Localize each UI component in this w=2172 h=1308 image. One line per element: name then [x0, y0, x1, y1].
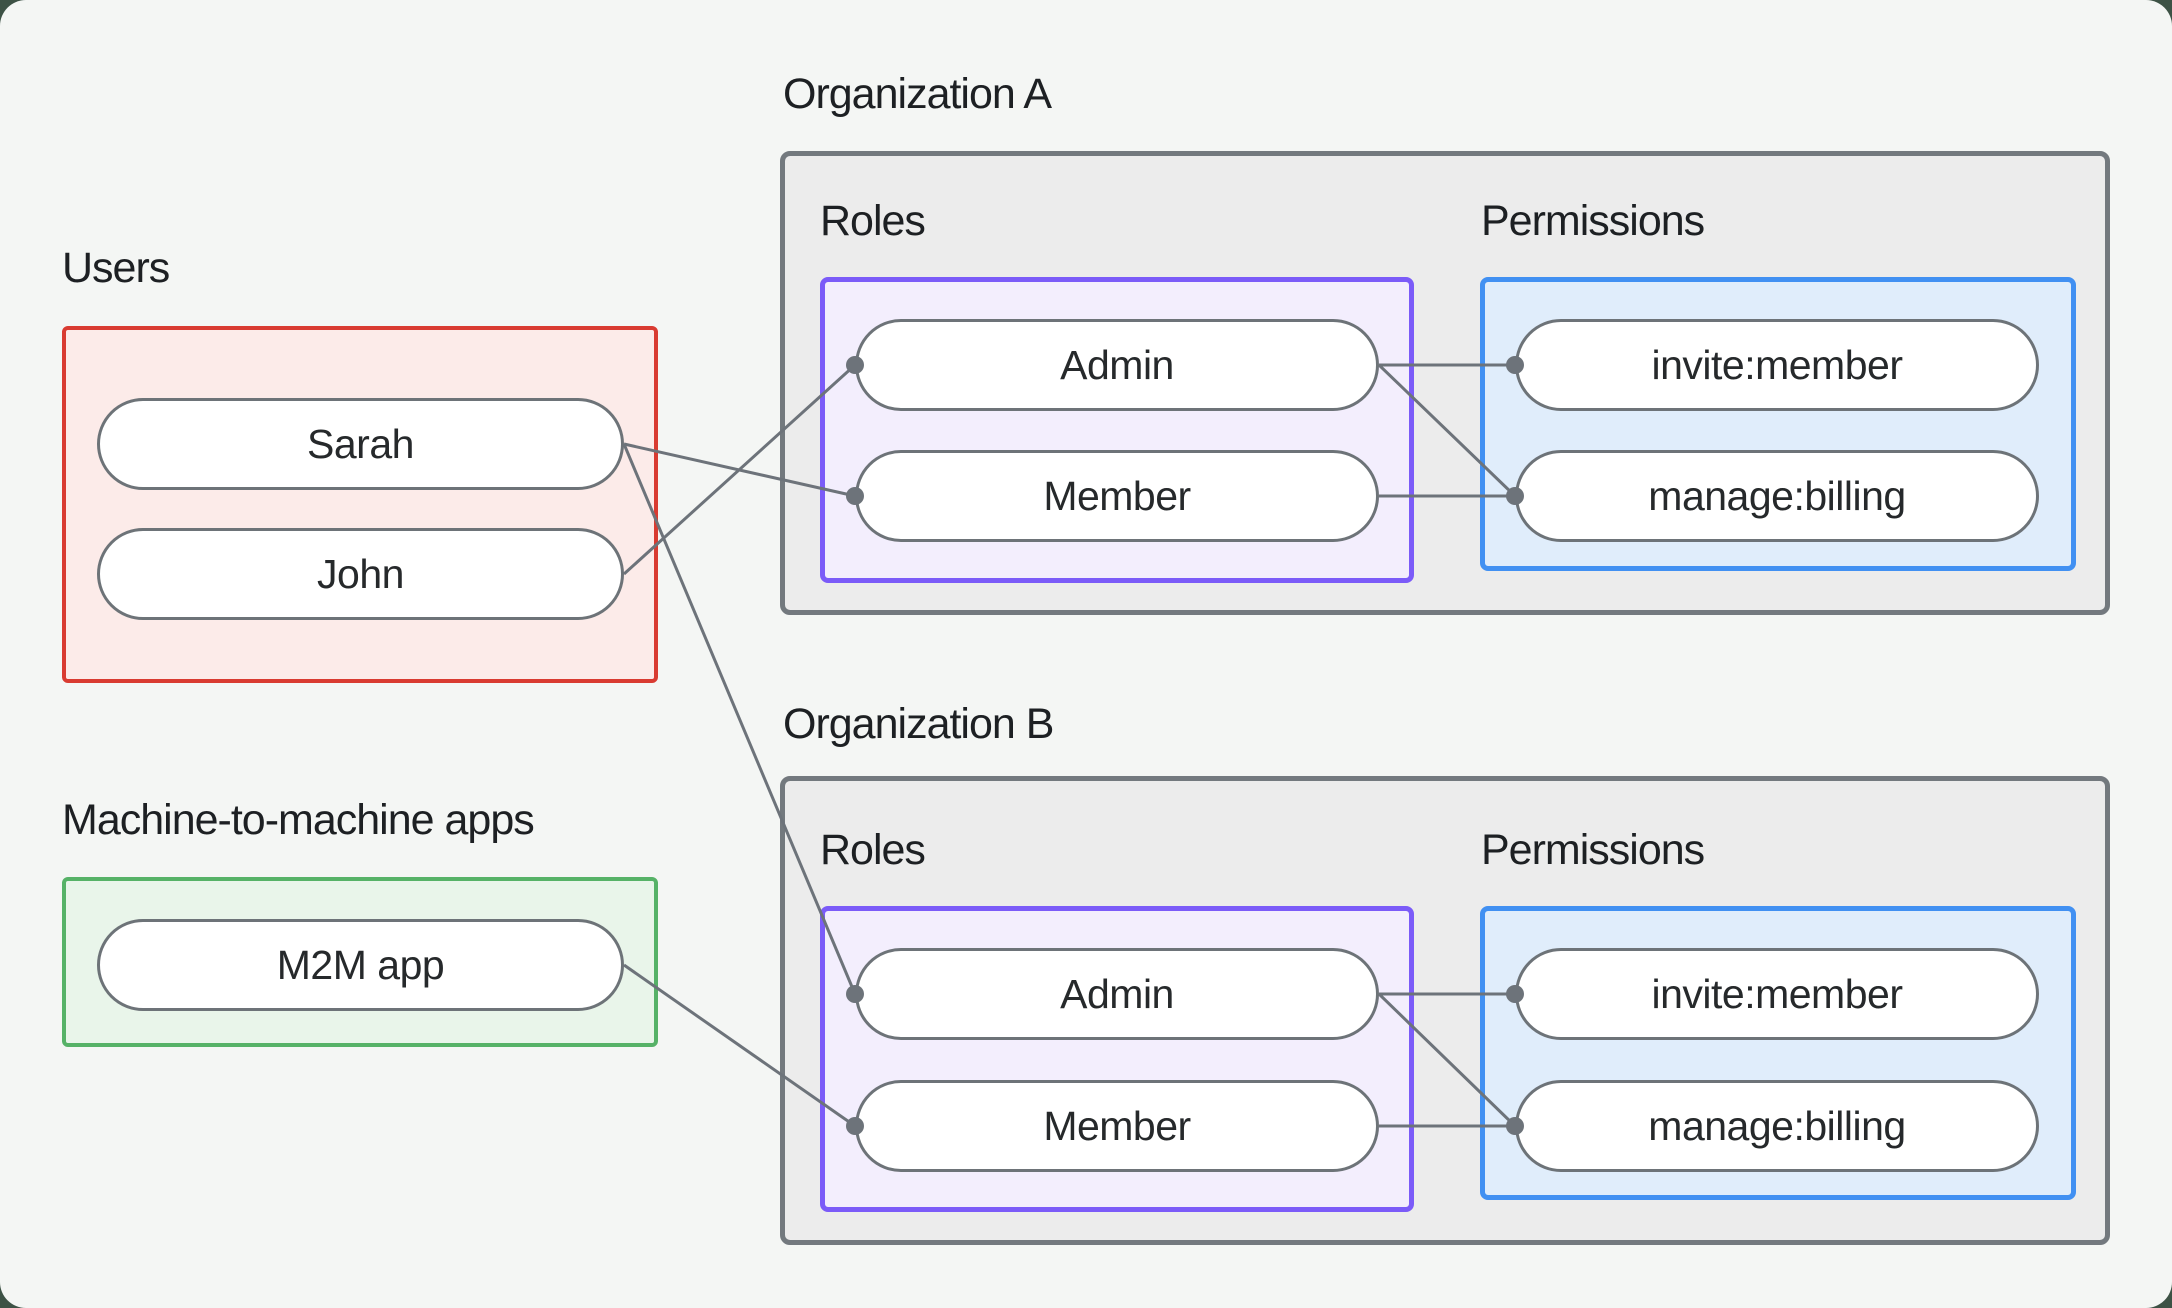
users-group-label: Users [62, 244, 170, 292]
org-a-role-admin: Admin [855, 319, 1379, 411]
org-a-permissions-label: Permissions [1481, 197, 1705, 245]
users-group-box [62, 326, 658, 683]
org-b-permission-invite-member: invite:member [1515, 948, 2039, 1040]
org-b-role-admin: Admin [855, 948, 1379, 1040]
org-b-roles-label: Roles [820, 826, 926, 874]
org-a-permission-invite-member: invite:member [1515, 319, 2039, 411]
user-node-sarah: Sarah [97, 398, 624, 490]
org-b-role-member: Member [855, 1080, 1379, 1172]
org-a-roles-label: Roles [820, 197, 926, 245]
user-node-john: John [97, 528, 624, 620]
org-b-title: Organization B [783, 700, 1054, 748]
org-a-title: Organization A [783, 70, 1052, 118]
m2m-group-label: Machine-to-machine apps [62, 796, 535, 844]
org-b-permissions-label: Permissions [1481, 826, 1705, 874]
org-b-permission-manage-billing: manage:billing [1515, 1080, 2039, 1172]
m2m-app-node: M2M app [97, 919, 624, 1011]
org-a-role-member: Member [855, 450, 1379, 542]
org-a-permission-manage-billing: manage:billing [1515, 450, 2039, 542]
